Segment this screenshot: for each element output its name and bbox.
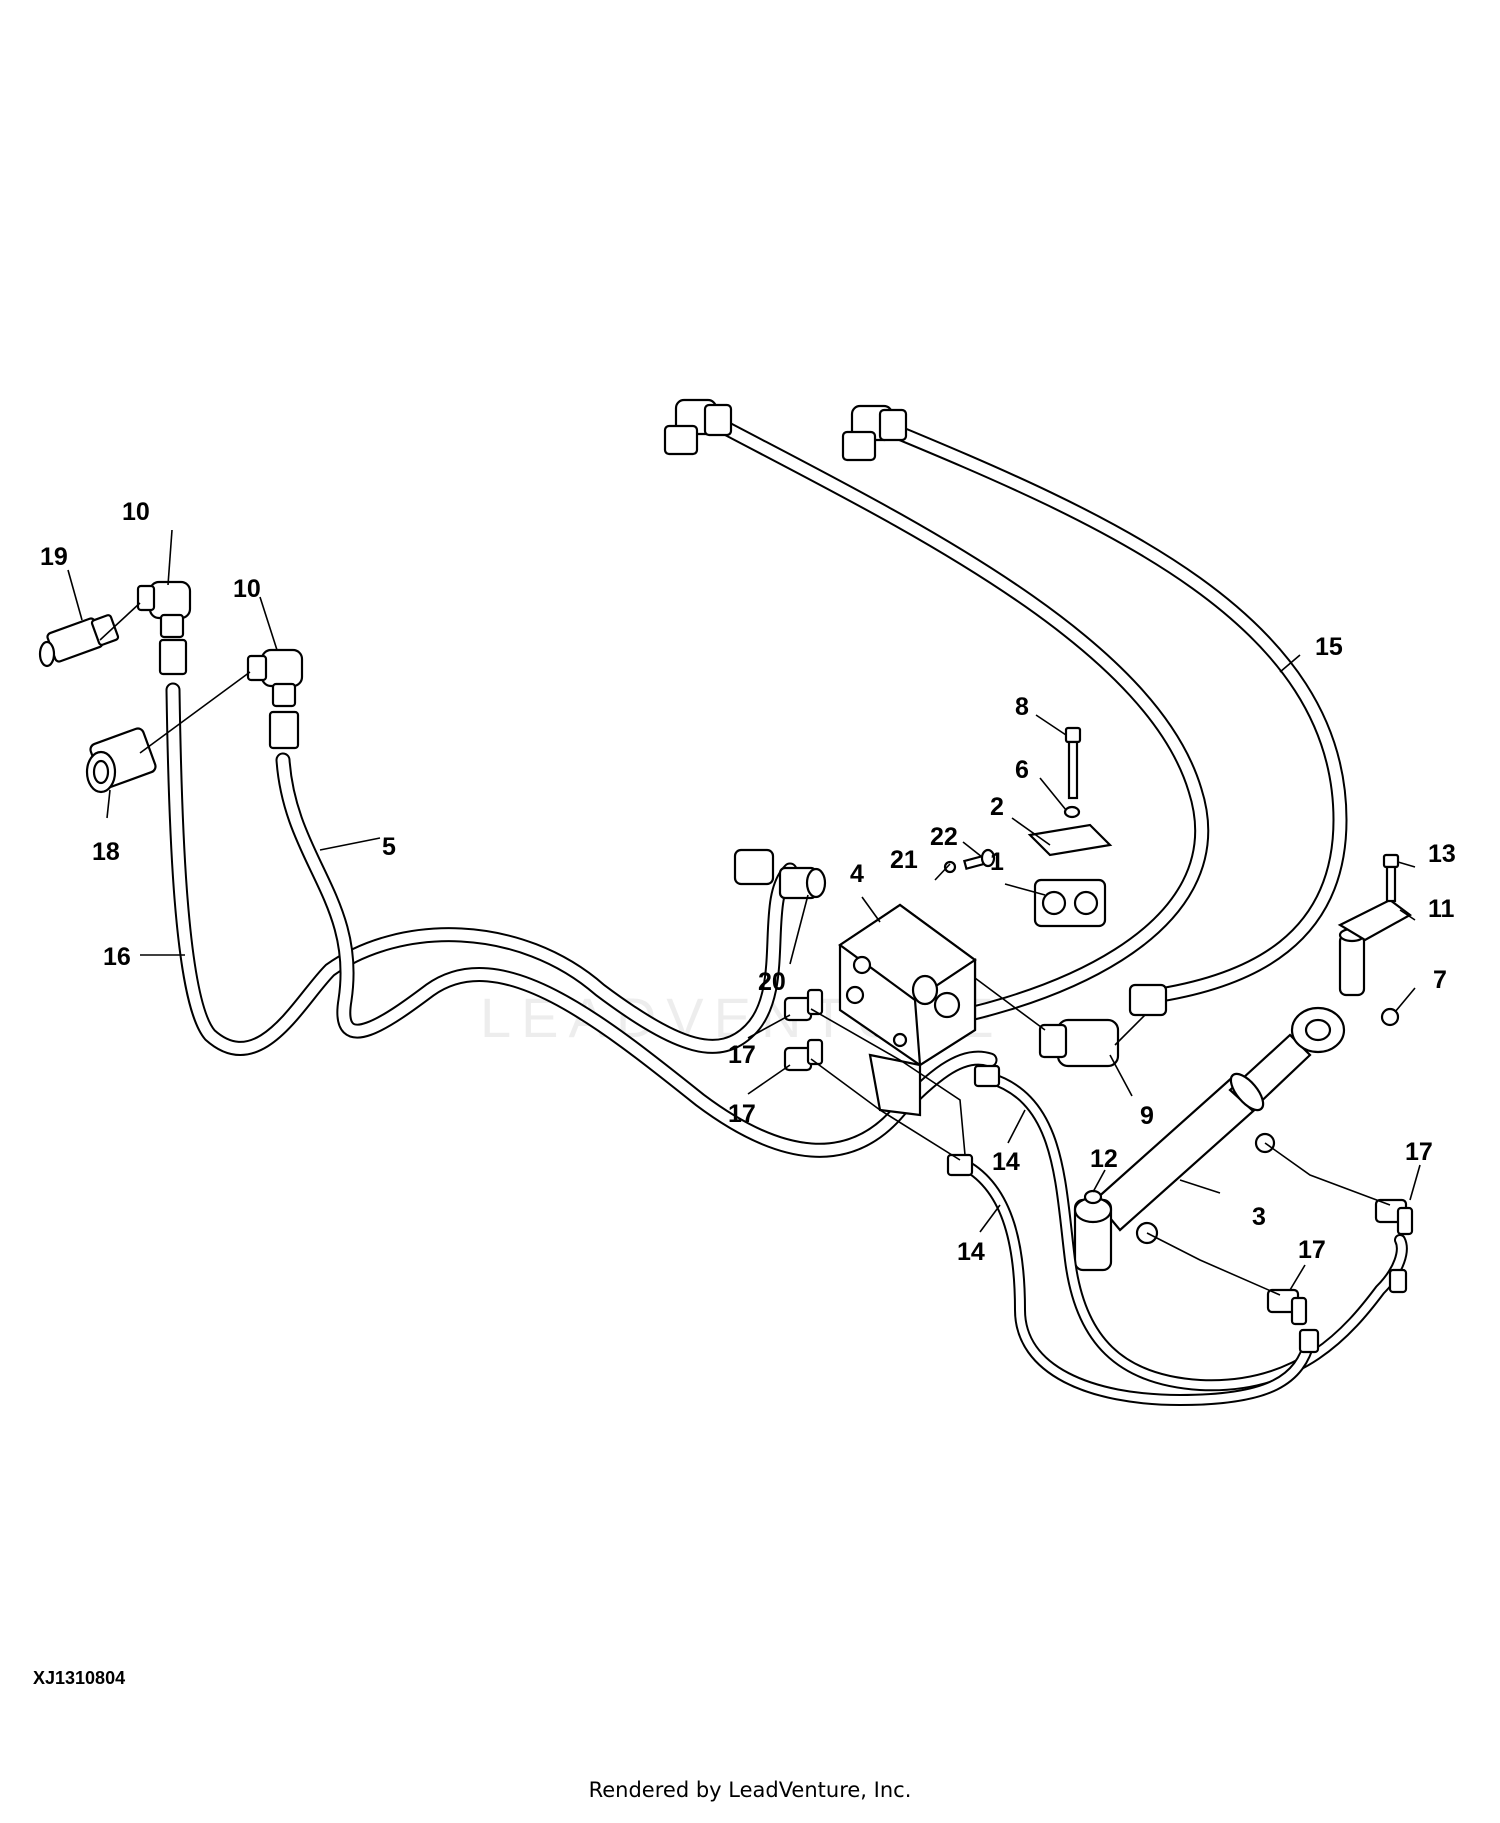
- footer-credit: Rendered by LeadVenture, Inc.: [588, 1778, 912, 1802]
- callout-5: 5: [382, 833, 396, 861]
- callout-12: 12: [1090, 1145, 1118, 1173]
- nut-7: [1380, 1007, 1400, 1027]
- hose-15-elbow-fittings: [663, 398, 908, 462]
- elbow-10-upper: [136, 580, 192, 676]
- figure-id: XJ1310804: [33, 1668, 126, 1688]
- callout-21: 21: [890, 846, 918, 874]
- valve-block-4: [838, 903, 977, 1117]
- fitting-17-block-upper: [783, 988, 824, 1022]
- callout-7: 7: [1433, 966, 1447, 994]
- hose-15-lower-fitting: [1128, 983, 1168, 1017]
- hose-14-lower-cyl-fitting: [1298, 1328, 1320, 1354]
- hose-14-upper-cyl-fitting: [1388, 1268, 1408, 1294]
- hose-14-upper: [984, 1072, 1408, 1392]
- elbow-10-lower: [246, 648, 304, 750]
- callout-18: 18: [92, 838, 120, 866]
- bolt-13: [1382, 853, 1400, 903]
- coupler-18: [85, 727, 157, 794]
- callout-15: 15: [1315, 633, 1343, 661]
- leader-lines: [67, 529, 1421, 1291]
- callout-20: 20: [758, 968, 786, 996]
- callout-13: 13: [1428, 840, 1456, 868]
- callout-17d: 17: [1298, 1236, 1326, 1264]
- callout-10a: 10: [122, 498, 150, 526]
- screw-22: [962, 848, 996, 871]
- callout-16: 16: [103, 943, 131, 971]
- callout-3: 3: [1252, 1203, 1266, 1231]
- callout-1: 1: [990, 848, 1004, 876]
- callout-10b: 10: [233, 575, 261, 603]
- washer-21: [943, 860, 957, 874]
- washer-6: [1063, 805, 1081, 819]
- callout-4: 4: [850, 860, 864, 888]
- fitting-20: [778, 866, 827, 900]
- coupler-19: [38, 614, 120, 668]
- clamp-plate-2: [1027, 823, 1113, 857]
- callout-17c: 17: [1405, 1138, 1433, 1166]
- pin-11: [1337, 898, 1413, 997]
- hose-16: [165, 682, 798, 1056]
- hose-15: [712, 417, 1348, 1038]
- callout-22: 22: [930, 823, 958, 851]
- hose-14-lower-end-fitting: [946, 1153, 974, 1177]
- cylinder-3: [1073, 1006, 1346, 1272]
- bolt-8: [1064, 726, 1082, 800]
- fitting-17-cylinder-upper: [1374, 1198, 1414, 1236]
- fitting-17-block-lower: [783, 1038, 824, 1072]
- hose-14-lower: [959, 1159, 1316, 1406]
- callout-8: 8: [1015, 693, 1029, 721]
- callout-labels: 1 2 3 4 5 6 7 8 9 10 10 11 12 13 14 14 1…: [40, 498, 1456, 1266]
- callout-17b: 17: [728, 1100, 756, 1128]
- callout-19: 19: [40, 543, 68, 571]
- fitting-17-cylinder-lower: [1266, 1288, 1308, 1326]
- callout-6: 6: [1015, 756, 1029, 784]
- callout-9: 9: [1140, 1102, 1154, 1130]
- callout-11: 11: [1428, 895, 1455, 923]
- callout-2: 2: [990, 793, 1004, 821]
- hose-5: [275, 752, 998, 1158]
- clamp-1: [1033, 878, 1107, 928]
- hose-14-upper-end-fitting: [973, 1064, 1001, 1088]
- callout-14b: 14: [957, 1238, 985, 1266]
- elbow-fitting-9: [1038, 1018, 1120, 1068]
- callout-17a: 17: [728, 1041, 756, 1069]
- callout-14a: 14: [992, 1148, 1020, 1176]
- hose-16-end-fitting: [733, 848, 775, 886]
